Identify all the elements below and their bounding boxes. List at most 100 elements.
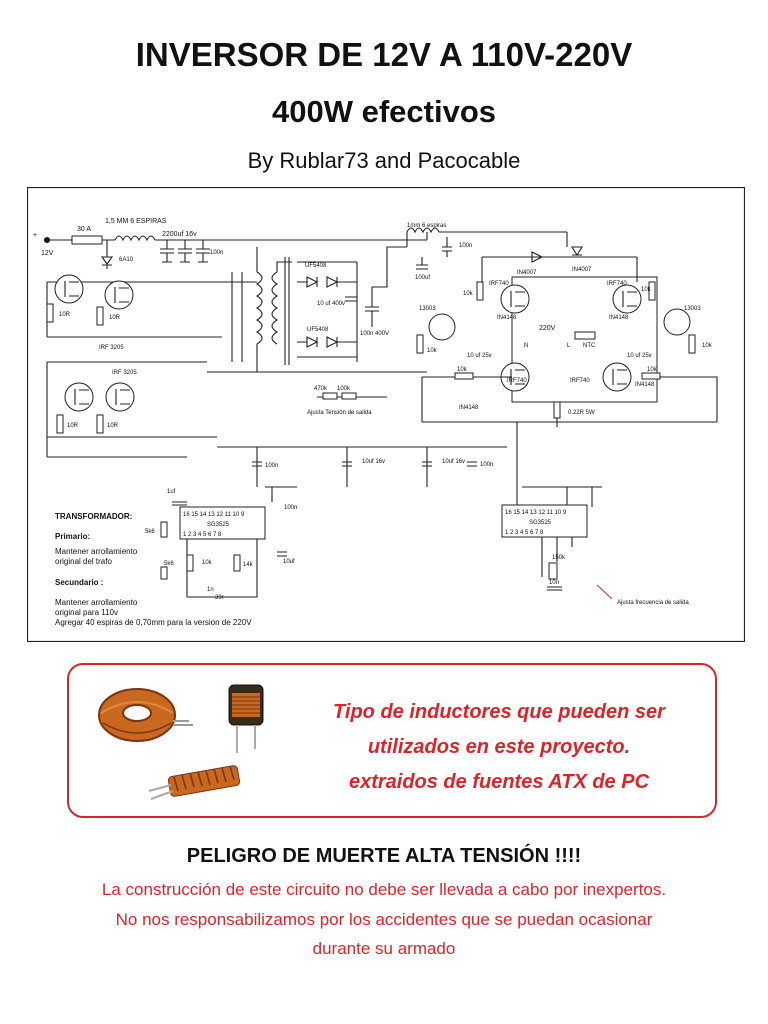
- schematic-label: original del trafo: [55, 557, 112, 566]
- schematic-label: 1n: [207, 587, 214, 593]
- schematic-element: [252, 461, 262, 467]
- schematic-label: IN4148: [635, 382, 655, 388]
- schematic-element: [104, 280, 134, 310]
- schematic-label: NTC: [583, 343, 596, 349]
- schematic-element: [406, 227, 568, 247]
- schematic-label: Ajusta frecuencia de salida: [617, 600, 689, 606]
- diode-6a10-label: 6A10: [119, 257, 134, 263]
- schematic-label: 1 2 3 4 5 6 7 8: [505, 530, 544, 536]
- schematic-element: [179, 506, 266, 540]
- schematic-label: IN4007: [517, 270, 537, 276]
- schematic-element: [284, 257, 290, 365]
- schematic-element: [105, 382, 135, 412]
- schematic-element: [511, 276, 658, 403]
- schematic-element: [217, 446, 507, 487]
- transformer: [231, 247, 357, 372]
- schematic-label: N: [524, 343, 528, 349]
- schematic-element: [196, 240, 210, 263]
- schematic-label: 100n: [265, 463, 278, 469]
- schematic-label: TRANSFORMADOR:: [55, 512, 132, 521]
- schematic-label: 1mm 6 espiras: [407, 223, 446, 229]
- schematic-element: [27, 187, 745, 642]
- schematic-label: 10 uf 25v: [627, 353, 652, 359]
- inductor-card: Tipo de inductores que pueden ser utiliz…: [67, 663, 717, 818]
- radial-inductor-icon: [228, 684, 264, 753]
- schematic-label: original para 110v: [55, 608, 118, 617]
- schematic-label: 10k: [463, 291, 474, 297]
- schematic-element: [64, 382, 94, 412]
- authors: By Rublar73 and Pacocable: [247, 148, 521, 173]
- schematic-label: 10k: [641, 287, 652, 293]
- schematic-label: 10uf: [283, 559, 295, 565]
- transformer-notes: TRANSFORMADOR: Primario: Mantener arroll…: [55, 512, 252, 627]
- schematic-label: Mantener arrollamiento: [55, 547, 138, 556]
- schematic-label: Mantener arrollamiento: [55, 598, 138, 607]
- schematic-element: [44, 237, 50, 243]
- fuse-label: 30 A: [77, 226, 91, 233]
- schematic-label: IN4148: [609, 315, 629, 321]
- schematic-element: [663, 308, 691, 336]
- schematic-label: IRF740: [607, 281, 627, 287]
- c100n-a-label: 100n: [210, 250, 223, 256]
- page-subtitle: 400W efectivos: [272, 94, 496, 129]
- schematic-label: 220V: [539, 325, 556, 332]
- schematic-label: 10R: [107, 423, 119, 429]
- schematic-label: 150k: [552, 555, 566, 561]
- schematic-element: [297, 261, 357, 358]
- schematic-label: 10k: [457, 367, 468, 373]
- schematic-element: [454, 372, 474, 380]
- schematic-element: [306, 336, 339, 348]
- schematic-element: [342, 461, 352, 467]
- schematic-element: [622, 291, 637, 307]
- v12-label: 12V: [41, 250, 54, 257]
- schematic-label: 10uf 16v: [362, 459, 385, 465]
- schematic-label: 100n: [284, 505, 297, 511]
- schematic-element: [416, 257, 428, 270]
- schematic-element: [306, 276, 339, 288]
- schematic-element: [531, 251, 544, 263]
- schematic-element: [510, 291, 525, 307]
- mosfets-left: 10R 10R IRF 3205 IRF 3205 10R 10R: [46, 274, 257, 458]
- feedback: 470k 100k Ajusta Tensión de salida 100n …: [207, 371, 507, 487]
- schematic-element: [322, 392, 338, 400]
- schematic-label: 13003: [684, 306, 701, 312]
- schematic-element: [46, 437, 187, 458]
- schematic-element: [553, 401, 561, 419]
- schematic-label: 10k: [427, 348, 438, 354]
- schematic-element: [416, 334, 424, 354]
- schematic-label: IRF 3205: [112, 370, 137, 376]
- card-line-2: utilizados en este proyecto.: [367, 736, 631, 758]
- schematic-label: IRF740: [489, 281, 509, 287]
- schematic-element: [481, 256, 638, 282]
- schematic-element: [115, 389, 130, 405]
- input-section: + 12V 30 A 1,5 MM 6 ESPIRAS 6A10 2200uf …: [33, 218, 427, 269]
- schematic-label: 10k: [202, 560, 213, 566]
- schematic-element: [178, 240, 192, 263]
- schematic-label: Secundario :: [55, 578, 103, 587]
- schematic-label: 0.22R 5W: [568, 410, 595, 416]
- schematic-element: [341, 392, 357, 400]
- schematic-label: Agregar 40 espiras de 0,70mm para la ver…: [55, 618, 252, 627]
- toroid-inductor-icon: [98, 688, 193, 742]
- schematic-element: [74, 389, 89, 405]
- schematic-label: 10n: [549, 580, 559, 586]
- warning-text: La construcción de este circuito no debe…: [0, 875, 768, 964]
- warning-title: PELIGRO DE MUERTE ALTA TENSIÓN !!!!: [186, 845, 582, 867]
- schematic-element: [365, 287, 379, 327]
- warning-line-3: durante su armado: [312, 939, 456, 958]
- schematic-label: 16 15 14 13 12 11 10 9: [505, 510, 567, 516]
- schematic-label: 10 uf 25v: [467, 353, 492, 359]
- schematic-element: [160, 566, 168, 580]
- schematic-label: L: [567, 343, 571, 349]
- schematic-element: [297, 262, 358, 362]
- schematic-element: [265, 486, 297, 502]
- schematic-label: 10k: [647, 367, 658, 373]
- schematic-element: [501, 504, 588, 538]
- schematic-label: IN4007: [572, 267, 592, 273]
- schematic-label: 5k6: [164, 561, 174, 567]
- schematic-element: [160, 240, 174, 263]
- schematic-element: [233, 554, 241, 572]
- page-title: INVERSOR DE 12V A 110V-220V: [135, 36, 633, 73]
- schematic-label: 100n: [459, 243, 472, 249]
- schematic-element: [467, 461, 477, 467]
